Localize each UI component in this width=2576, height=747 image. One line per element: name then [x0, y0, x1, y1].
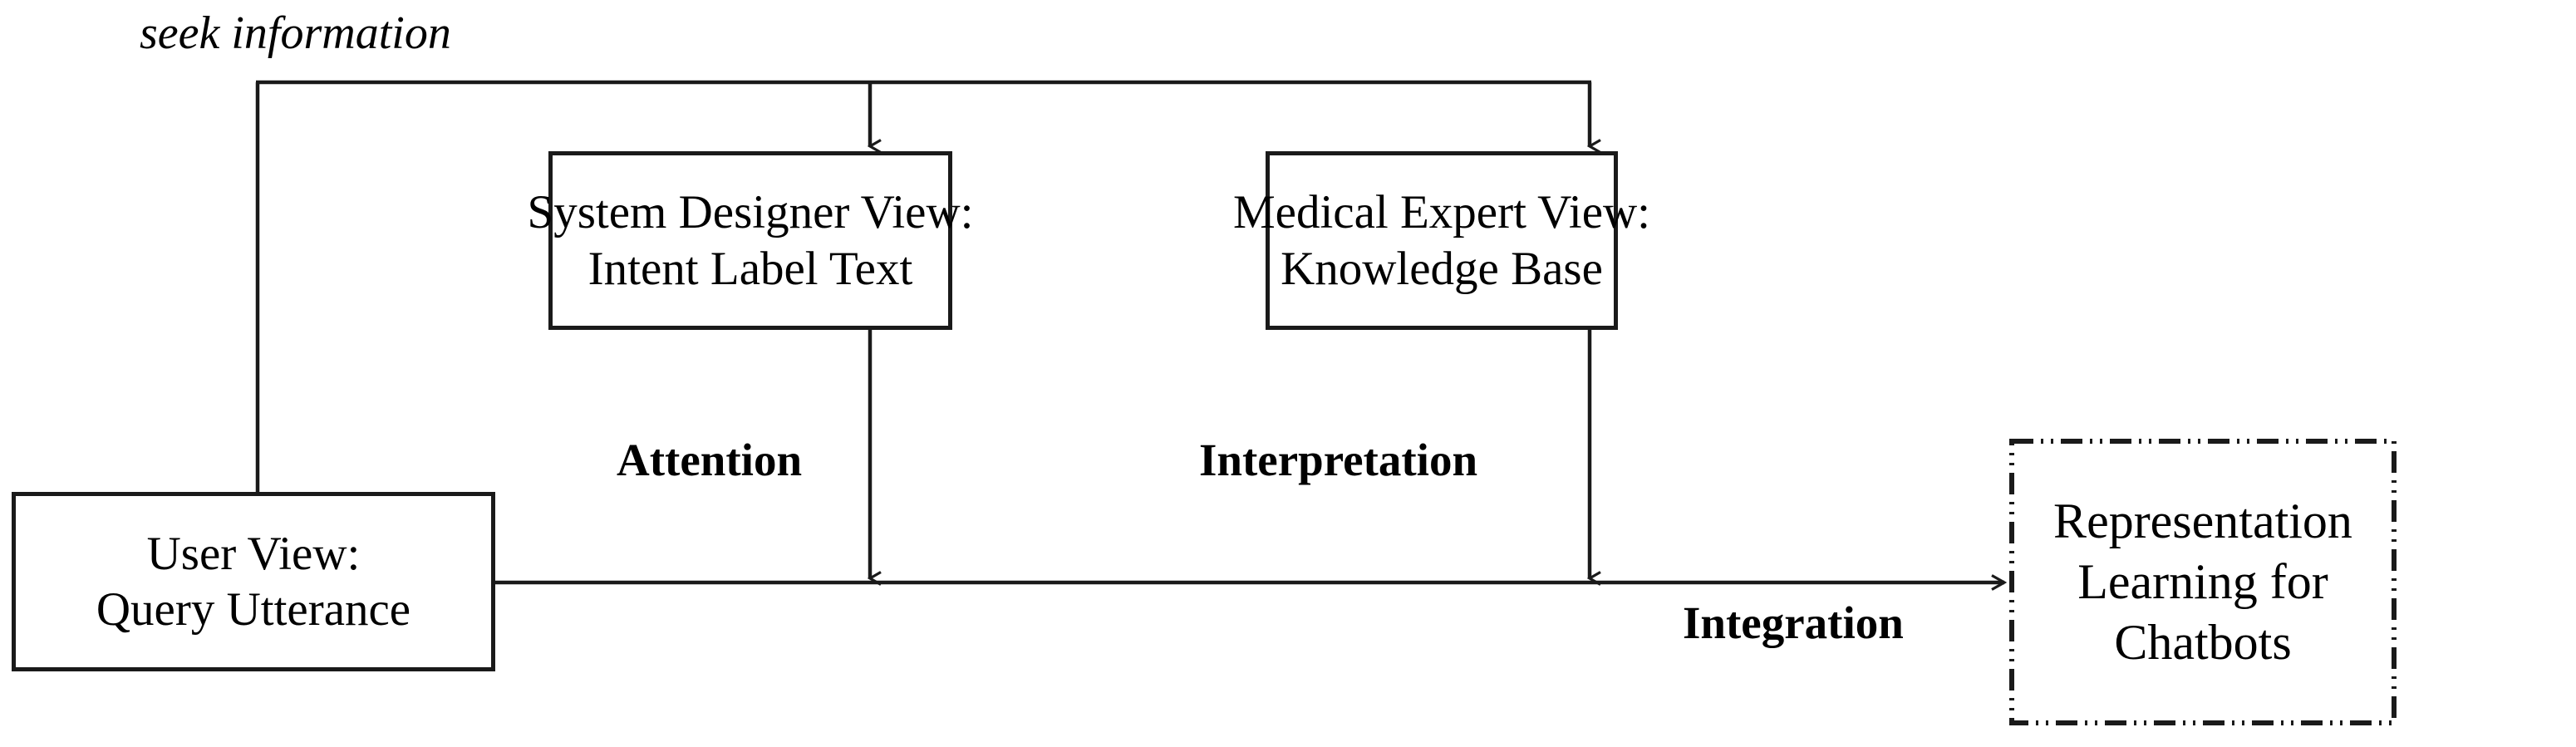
edge-label-attention: Attention: [617, 435, 803, 485]
edge-label-seek-information: seek information: [140, 7, 451, 59]
edge-label-interpretation: Interpretation: [1199, 435, 1478, 485]
node-system-designer-view[interactable]: System Designer View: Intent Label Text: [528, 151, 973, 330]
edge-label-integration: Integration: [1683, 597, 1904, 648]
node-system-designer-line2: Intent Label Text: [587, 242, 913, 295]
node-system-designer-line1: System Designer View:: [527, 186, 974, 239]
node-user-view[interactable]: User View: Query Utterance: [12, 492, 495, 671]
node-representation-line3: Chatbots: [2114, 615, 2292, 671]
node-representation-line2: Learning for: [2077, 553, 2328, 609]
node-medical-expert-line2: Knowledge Base: [1281, 242, 1603, 295]
node-representation-learning[interactable]: Representation Learning for Chatbots: [2009, 439, 2397, 725]
node-representation-line1: Representation: [2053, 493, 2352, 548]
node-user-view-line2: Query Utterance: [96, 583, 411, 636]
node-medical-expert-line1: Medical Expert View:: [1232, 186, 1651, 239]
node-user-view-line1: User View:: [146, 527, 361, 580]
node-medical-expert-view[interactable]: Medical Expert View: Knowledge Base: [1233, 151, 1650, 330]
